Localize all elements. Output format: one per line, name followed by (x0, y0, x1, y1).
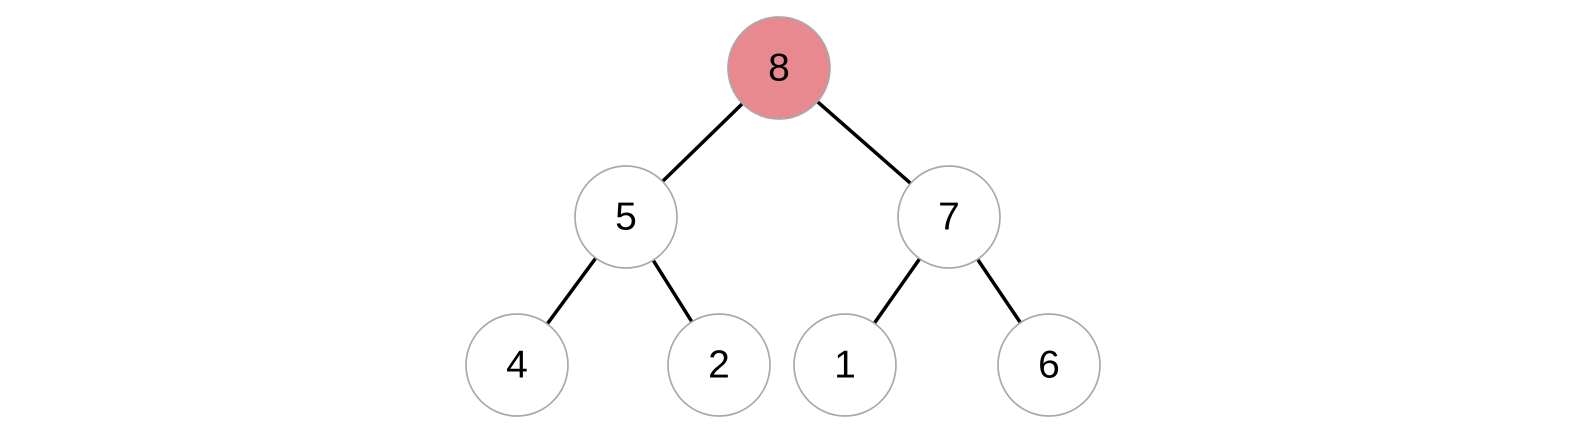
tree-node-2: 2 (667, 313, 771, 417)
node-circle (997, 313, 1101, 417)
tree-node-5: 5 (574, 165, 678, 269)
node-label: 7 (938, 196, 960, 239)
node-label: 1 (834, 344, 856, 387)
node-circle (465, 313, 569, 417)
node-label: 6 (1038, 344, 1060, 387)
node-label: 2 (708, 344, 730, 387)
node-circle-highlighted (727, 16, 831, 120)
node-label: 8 (768, 47, 790, 90)
node-circle (793, 313, 897, 417)
node-label: 4 (506, 344, 528, 387)
tree-node-8: 8 (727, 16, 831, 120)
tree-node-4: 4 (465, 313, 569, 417)
node-circle (667, 313, 771, 417)
tree-node-7: 7 (897, 165, 1001, 269)
node-label: 5 (615, 196, 637, 239)
node-circle (897, 165, 1001, 269)
tree-node-1: 1 (793, 313, 897, 417)
node-circle (574, 165, 678, 269)
tree-node-6: 6 (997, 313, 1101, 417)
